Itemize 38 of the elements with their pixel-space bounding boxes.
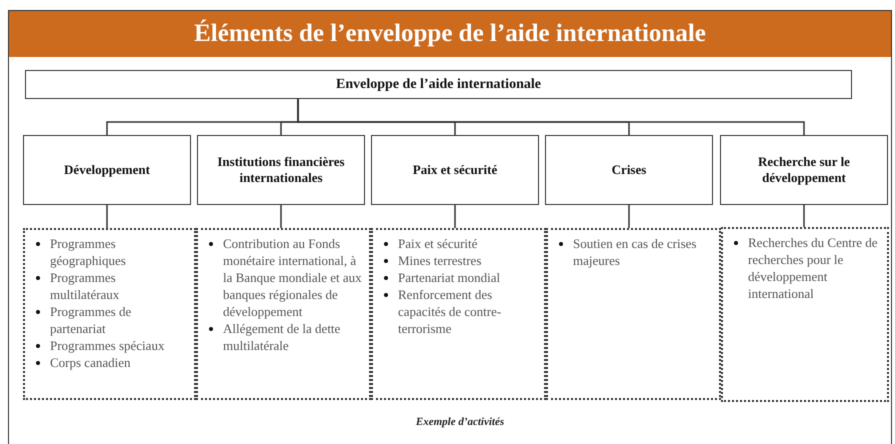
list-item: Programmes géographiques: [33, 235, 188, 269]
list-item: Contribution au Fonds monétaire international, à la Banque mondiale et aux banques régionales de développement: [206, 235, 363, 320]
category-box: [720, 135, 888, 205]
list-item: Recherches du Centre de recherches pour le développement international: [731, 234, 881, 302]
list-item: Soutien en cas de crises majeures: [556, 235, 713, 269]
category-box: [545, 135, 713, 205]
box-label: Institutions financières internationales: [216, 154, 346, 186]
box-label: Enveloppe de l’aide internationale: [336, 76, 541, 92]
list-item: Programmes multilatéraux: [33, 269, 188, 303]
activity-box: [371, 228, 546, 400]
activity-box: [721, 227, 889, 402]
connector-line: [106, 205, 108, 228]
root-box: [25, 70, 852, 99]
box-label: Développement: [64, 162, 150, 178]
list-item: Programmes de partenariat: [33, 303, 188, 337]
category-box: [371, 135, 539, 205]
list-item: Mines terrestres: [381, 252, 538, 269]
connector-line: [297, 99, 805, 135]
caption: Exemple d’activités: [414, 416, 506, 428]
list-item: Programmes spéciaux: [33, 337, 188, 354]
category-box: [197, 135, 365, 205]
list-item: Paix et sécurité: [381, 235, 538, 252]
connector-line: [628, 205, 630, 228]
box-label: Crises: [612, 162, 646, 178]
list-item: Partenariat mondial: [381, 269, 538, 286]
list-item: Allégement de la dette multilatérale: [206, 320, 363, 354]
connector-line: [280, 205, 282, 228]
category-box: [23, 135, 191, 205]
box-label: Recherche sur le développement: [757, 154, 851, 186]
activity-box: [23, 228, 196, 400]
list-item: Renforcement des capacités de contre-terrorisme: [381, 286, 538, 337]
connector-line: [454, 205, 456, 228]
title-banner: Éléments de l’enveloppe de l’aide internationale: [9, 11, 891, 57]
activity-box: [546, 228, 721, 400]
box-label: Paix et sécurité: [412, 162, 498, 178]
list-item: Corps canadien: [33, 354, 188, 371]
connector-line: [803, 205, 805, 227]
activity-box: [196, 228, 371, 400]
